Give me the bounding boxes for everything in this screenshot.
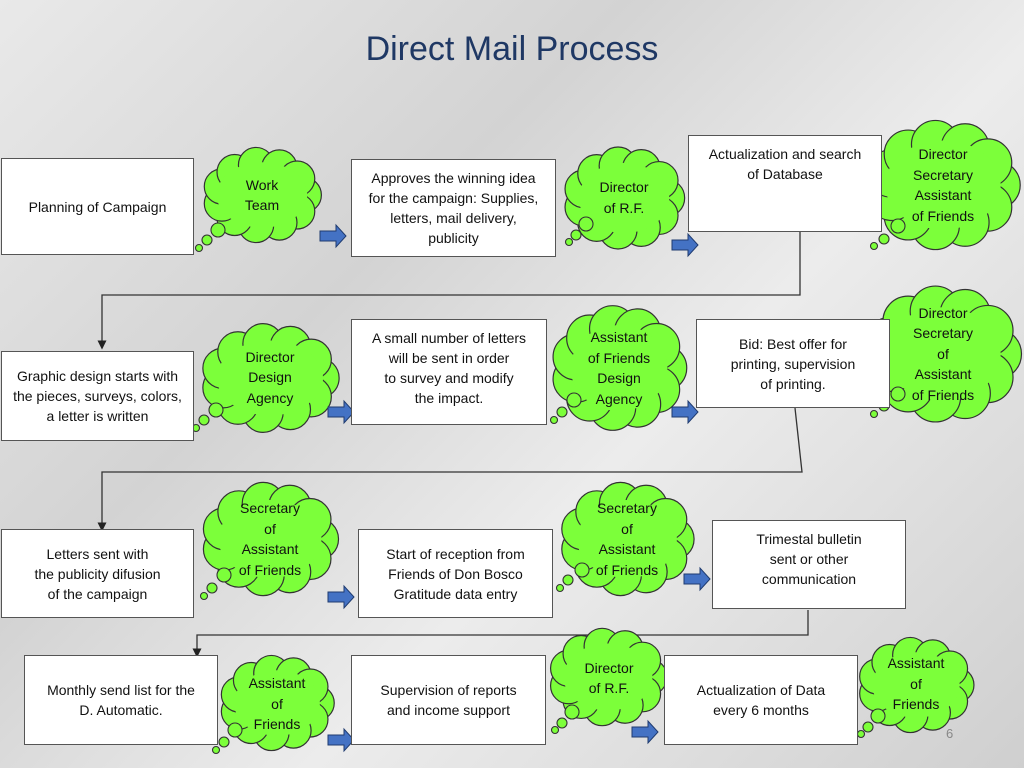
step-supervision-of-reports: Supervision of reports and income suppor… (351, 655, 546, 745)
cloud-tail-bubble (199, 591, 209, 601)
cloud-core (578, 162, 670, 234)
cloud-tail-bubble (549, 415, 559, 425)
cloud-tail-bubble (578, 216, 594, 232)
cloud-tail-bubble (211, 745, 221, 755)
cloud-core (577, 500, 677, 578)
cloud-core (885, 307, 1001, 401)
connector-row3-row4 (192, 610, 809, 658)
cloud-assistant-of-friends-2: Assistant of Friends (887, 655, 945, 713)
cloud-shape-c6 (866, 285, 1023, 423)
cloud-tail-bubble (869, 241, 879, 251)
cloud-tail-bubble (870, 708, 886, 724)
cloud-shape-c2 (564, 146, 686, 250)
flow-arrow-icon (327, 727, 355, 753)
flow-arrow-icon (327, 584, 355, 610)
cloud-shape-c1 (194, 146, 322, 253)
cloud-core (218, 500, 322, 578)
flow-arrow-icon (683, 566, 711, 592)
step-actualization-search-database: Actualization and search of Database (688, 135, 882, 232)
cloud-assistant-design-agency: Assistant of Friends Design Agency (587, 329, 651, 407)
cloud-tail-bubble (566, 392, 582, 408)
cloud-core (570, 325, 668, 411)
cloud-tail-bubble (890, 218, 906, 234)
step-graphic-design: Graphic design starts with the pieces, s… (1, 351, 194, 441)
cloud-director-secretary-assistant: Director Secretary Assistant of Friends (911, 146, 975, 224)
cloud-tail-bubble (878, 233, 890, 245)
flow-arrow-icon (671, 232, 699, 258)
cloud-tail-bubble (562, 574, 574, 586)
cloud-tail-bubble (890, 386, 906, 402)
cloud-director-rf-2: Director of R.F. (584, 659, 634, 697)
cloud-shape-c9 (211, 654, 335, 755)
flow-arrow-icon (671, 399, 699, 425)
step-letters-sent: Letters sent with the publicity difusion… (1, 529, 194, 618)
cloud-tail-bubble (570, 229, 582, 241)
cloud-assistant-of-friends-1: Assistant of Friends (248, 675, 306, 733)
cloud-tail-bubble (564, 237, 574, 247)
cloud-core (872, 652, 960, 718)
cloud-shape-c5 (549, 305, 688, 431)
slide-title: Direct Mail Process (365, 30, 659, 68)
cloud-secretary-of-assistant-2: Secretary of Assistant of Friends (595, 500, 659, 578)
cloud-core (234, 670, 320, 736)
page-number: 6 (946, 726, 954, 741)
cloud-tail-bubble (556, 717, 568, 729)
cloud-shape-c11 (856, 636, 975, 739)
cloud-core (885, 140, 1001, 230)
cloud-shape-c10 (549, 627, 668, 735)
cloud-tail-bubble (555, 583, 565, 593)
connector-row1-row2 (97, 232, 801, 350)
connector-row2-row3 (97, 407, 803, 532)
cloud-tail-bubble (550, 725, 560, 735)
cloud-core (216, 340, 324, 416)
step-small-number-of-letters: A small number of letters will be sent i… (351, 319, 547, 425)
cloud-tail-bubble (862, 721, 874, 733)
cloud-tail-bubble (556, 406, 568, 418)
cloud-tail-bubble (218, 736, 230, 748)
cloud-shape-c7 (199, 481, 340, 601)
step-monthly-send-list: Monthly send list for the D. Automatic. (24, 655, 218, 745)
cloud-tail-bubble (216, 567, 232, 583)
cloud-shape-c4 (191, 323, 340, 433)
cloud-director-rf-1: Director of R.F. (599, 179, 649, 216)
cloud-tail-bubble (208, 402, 224, 418)
cloud-tail-bubble (210, 222, 226, 238)
step-approves-winning-idea: Approves the winning idea for the campai… (351, 159, 556, 257)
step-bid-best-offer: Bid: Best offer for printing, supervisio… (696, 319, 890, 408)
cloud-shape-c8 (555, 481, 695, 597)
cloud-tail-bubble (227, 722, 243, 738)
cloud-tail-bubble (564, 704, 580, 720)
cloud-secretary-of-assistant-1: Secretary of Assistant of Friends (238, 500, 302, 578)
cloud-director-design-agency: Director Design Agency (245, 348, 295, 406)
cloud-tail-bubble (201, 234, 213, 246)
flow-arrow-icon (319, 223, 347, 249)
flow-arrow-icon (631, 719, 659, 745)
step-actualization-of-data: Actualization of Data every 6 months (664, 655, 858, 745)
cloud-tail-bubble (206, 582, 218, 594)
step-trimestral-bulletin: Trimestal bulletin sent or other communi… (712, 520, 906, 609)
flow-arrow-icon (327, 399, 355, 425)
cloud-core (216, 162, 308, 228)
cloud-tail-bubble (869, 409, 879, 419)
step-start-of-reception: Start of reception from Friends of Don B… (358, 529, 553, 618)
cloud-director-secretary-of-assistant: Director Secretary of Assistant of Frien… (911, 304, 975, 403)
cloud-tail-bubble (574, 562, 590, 578)
cloud-work-team: Work Team (244, 176, 280, 214)
cloud-tail-bubble (194, 243, 204, 253)
cloud-core (563, 643, 653, 711)
step-planning-of-campaign: Planning of Campaign (1, 158, 194, 255)
cloud-tail-bubble (198, 414, 210, 426)
